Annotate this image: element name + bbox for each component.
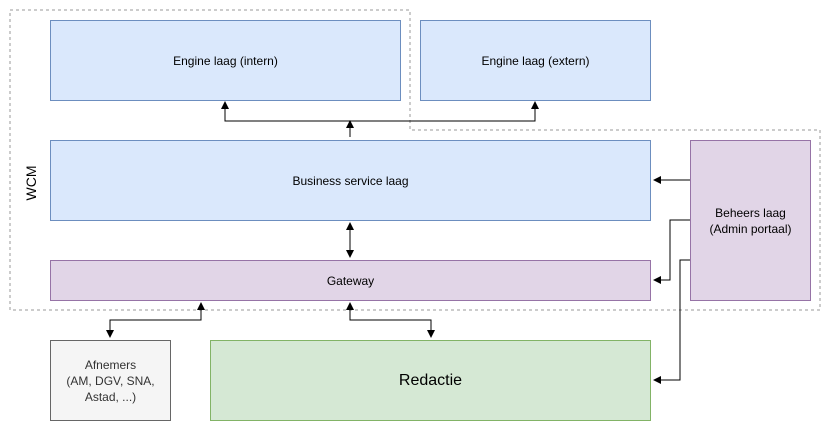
edge-business-engine-intern	[221, 101, 350, 122]
gateway-node[interactable]: Gateway	[50, 260, 651, 301]
engine-extern-label: Engine laag (extern)	[481, 53, 590, 68]
edge-beheers-redactie	[653, 259, 690, 384]
wcm-container-outline	[9, 9, 821, 311]
redactie-node[interactable]: Redactie	[210, 340, 651, 421]
beheers-label: Beheers laag (Admin portaal)	[709, 205, 792, 236]
engine-intern-label: Engine laag (intern)	[173, 53, 278, 68]
edge-beheers-gateway	[653, 219, 690, 284]
wcm-label: WCM	[23, 165, 39, 201]
gateway-label: Gateway	[326, 273, 375, 288]
edge-business-engine-extern	[350, 101, 539, 122]
business-service-label: Business service laag	[292, 173, 409, 188]
afnemers-node[interactable]: Afnemers (AM, DGV, SNA, Astad, ...)	[50, 340, 171, 421]
edge-gateway-afnemers	[106, 302, 205, 338]
business-service-node[interactable]: Business service laag	[50, 140, 651, 221]
engine-intern-node[interactable]: Engine laag (intern)	[50, 20, 401, 101]
beheers-node[interactable]: Beheers laag (Admin portaal)	[690, 140, 811, 301]
engine-extern-node[interactable]: Engine laag (extern)	[420, 20, 651, 101]
edge-gateway-redactie	[346, 302, 435, 338]
redactie-label: Redactie	[398, 371, 463, 389]
afnemers-label: Afnemers (AM, DGV, SNA, Astad, ...)	[66, 357, 155, 404]
